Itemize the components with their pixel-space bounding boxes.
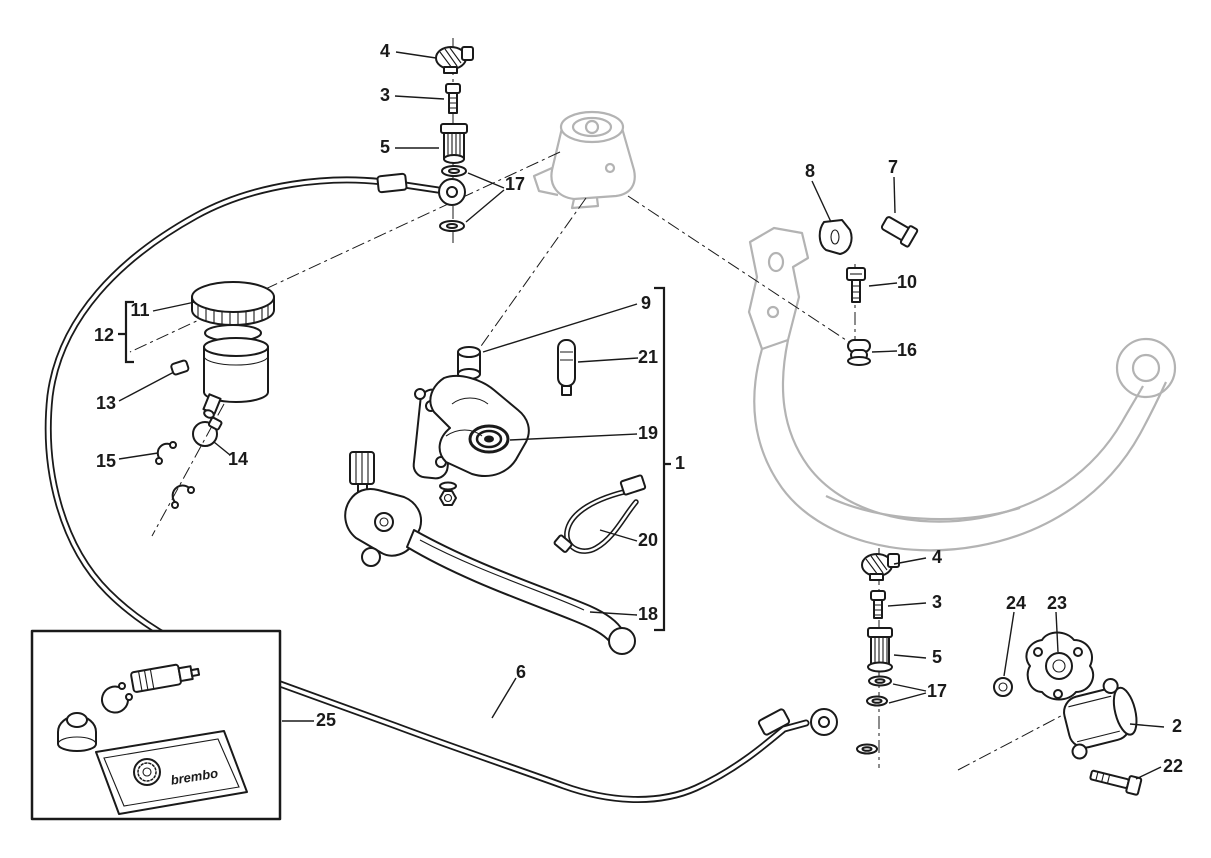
part-4-switch-drawing bbox=[435, 46, 474, 74]
clamp-parts-drawing bbox=[818, 216, 919, 366]
callout-label-16: 16 bbox=[897, 340, 917, 360]
callout-label-23: 23 bbox=[1047, 593, 1067, 613]
part-7-bolt-drawing bbox=[880, 216, 919, 248]
bottom-fitting-stack-drawing bbox=[856, 553, 900, 755]
kit-circlip-drawing bbox=[101, 682, 133, 714]
pivot-nut-drawing bbox=[439, 490, 457, 506]
group-bracket-12 bbox=[118, 300, 134, 364]
lever-blade-drawing bbox=[406, 529, 624, 644]
part-2-cylinder-drawing bbox=[1063, 677, 1138, 760]
callout-label-17a: 17 bbox=[505, 174, 525, 194]
callout-label-12: 12 bbox=[94, 325, 114, 345]
callout-label-5b: 5 bbox=[932, 647, 942, 667]
kit-brand-label: brembo bbox=[170, 765, 219, 787]
part-5-bushing-drawing bbox=[440, 123, 468, 164]
slave-cylinder-drawing bbox=[993, 631, 1143, 796]
callout-label-4a: 4 bbox=[380, 41, 390, 61]
part-4b-switch-drawing bbox=[861, 553, 900, 581]
callout-label-19: 19 bbox=[638, 423, 658, 443]
lever-adjuster-drawing bbox=[349, 451, 375, 497]
callout-label-18: 18 bbox=[638, 604, 658, 624]
callout-label-17b: 17 bbox=[927, 681, 947, 701]
hose-ferrule-top bbox=[376, 172, 408, 194]
part-17-washers-top-drawing bbox=[439, 165, 467, 232]
part-11-cap-drawing bbox=[191, 281, 275, 342]
group-brackets bbox=[118, 286, 671, 632]
callout-label-7: 7 bbox=[888, 157, 898, 177]
handlebar-ghost-drawing bbox=[747, 226, 1177, 552]
kit-packet-drawing: brembo bbox=[95, 730, 248, 815]
callout-label-2: 2 bbox=[1172, 716, 1182, 736]
callout-label-20: 20 bbox=[638, 530, 658, 550]
lever-tip-ball-drawing bbox=[608, 627, 636, 655]
kit-piston-drawing bbox=[130, 663, 201, 693]
callout-label-6: 6 bbox=[516, 662, 526, 682]
cylinder-port-drawing bbox=[457, 351, 481, 375]
part-22-bolt-drawing bbox=[1089, 769, 1143, 796]
master-cylinder-drawing bbox=[412, 339, 647, 554]
callout-label-10: 10 bbox=[897, 272, 917, 292]
callout-label-21: 21 bbox=[638, 347, 658, 367]
lever-ball-joint-drawing bbox=[361, 547, 381, 567]
callout-label-11: 11 bbox=[130, 300, 149, 320]
part-16-grommet-drawing bbox=[847, 339, 871, 366]
part-10-screw-drawing bbox=[846, 267, 866, 303]
group-bracket-1 bbox=[654, 286, 671, 632]
rebuild-kit-box-drawing: brembo bbox=[30, 629, 282, 821]
part-15-clip-drawing bbox=[155, 441, 195, 509]
part-23-flange-drawing bbox=[1025, 631, 1095, 701]
part-5b-sleeve-drawing bbox=[867, 627, 893, 673]
callout-label-3a: 3 bbox=[380, 85, 390, 105]
callout-label-13: 13 bbox=[96, 393, 116, 413]
callout-label-15: 15 bbox=[96, 451, 116, 471]
clutch-lever-drawing bbox=[344, 451, 636, 655]
callout-label-25: 25 bbox=[316, 710, 336, 730]
callout-label-9: 9 bbox=[641, 293, 651, 313]
callout-label-24: 24 bbox=[1006, 593, 1026, 613]
part-3-valve-drawing bbox=[445, 83, 461, 114]
callout-label-5a: 5 bbox=[380, 137, 390, 157]
brembo-logo-icon bbox=[133, 758, 161, 786]
kit-bushing-drawing bbox=[57, 712, 97, 752]
cylinder-body-drawing bbox=[429, 374, 530, 477]
reservoir-drawing bbox=[155, 281, 275, 509]
part-20-switch-wire-drawing bbox=[553, 474, 647, 554]
part-21-pin-drawing bbox=[557, 339, 576, 396]
part-13-fitting-drawing bbox=[170, 359, 190, 376]
part-3b-valve-drawing bbox=[870, 590, 886, 619]
part-24-nut-drawing bbox=[993, 677, 1013, 697]
callout-label-22: 22 bbox=[1163, 756, 1183, 776]
callout-label-1: 1 bbox=[675, 453, 685, 473]
part-19-boot-drawing bbox=[468, 424, 510, 454]
reservoir-body-drawing bbox=[202, 337, 269, 419]
callout-label-4b: 4 bbox=[932, 547, 942, 567]
top-fitting-stack-drawing bbox=[435, 46, 474, 232]
callout-labels: 4 3 5 17 8 7 10 16 9 21 11 12 13 15 14 1… bbox=[94, 41, 1183, 776]
part-14-clamp-drawing bbox=[192, 416, 223, 447]
leader-lines bbox=[118, 51, 1165, 780]
callout-label-14: 14 bbox=[228, 449, 248, 469]
callout-label-8: 8 bbox=[805, 161, 815, 181]
part-8-clamp-drawing bbox=[818, 219, 853, 255]
bracket-bolt-drawing bbox=[414, 388, 426, 400]
ghost-master-cylinder-drawing bbox=[532, 110, 636, 210]
hose-ferrule-bottom bbox=[757, 708, 791, 736]
callout-label-3b: 3 bbox=[932, 592, 942, 612]
part-17b-washers-drawing bbox=[856, 675, 892, 755]
